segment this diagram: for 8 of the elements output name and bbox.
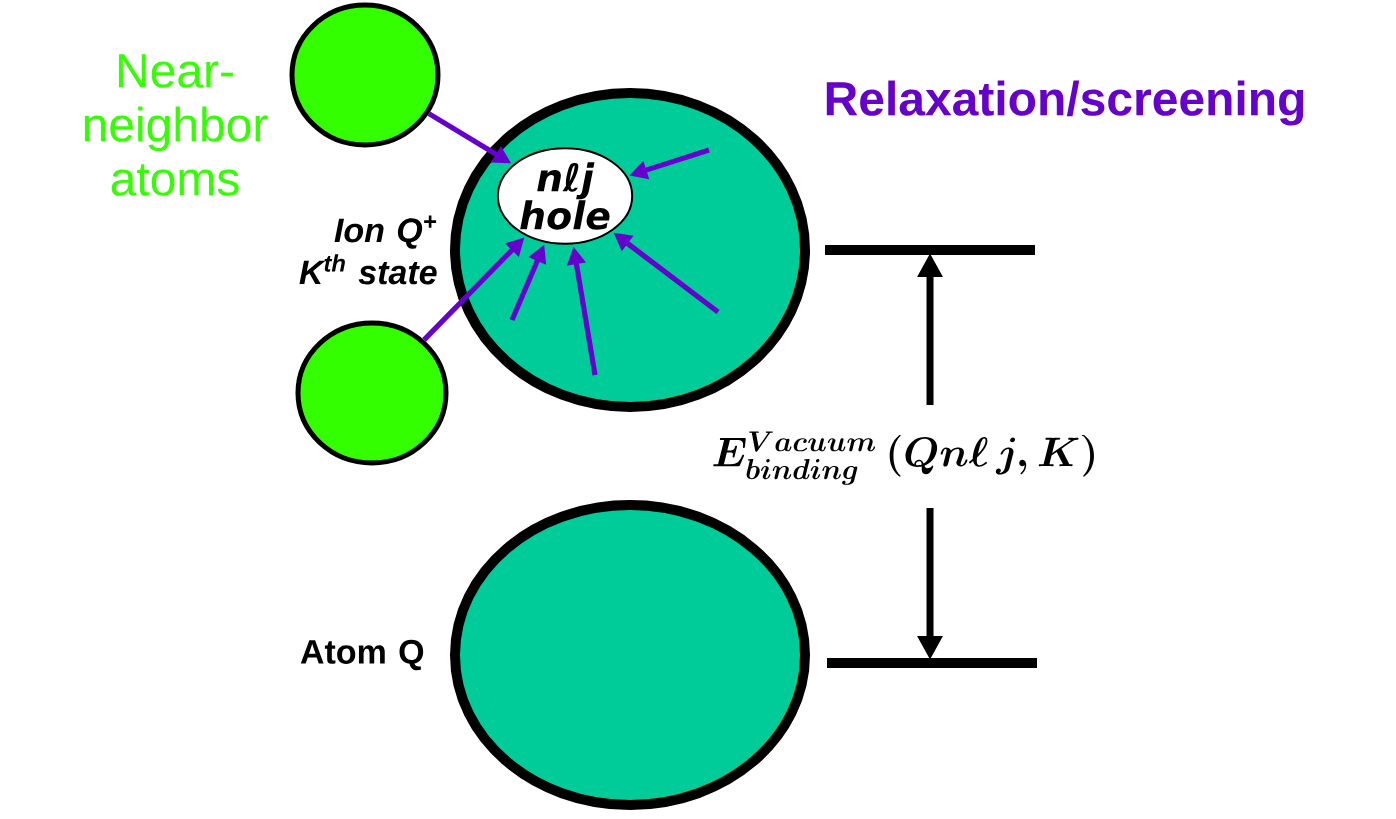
node-caption: Atom Q: [300, 639, 424, 671]
atom-circle: [295, 320, 449, 466]
atom-circle: [289, 2, 441, 148]
label-text: Near-neighbor atoms: [84, 54, 268, 196]
label-text: Ion Q$^{+}$ K$^{th}$ state: [299, 215, 437, 285]
energy-formula: $E^{Vacuum}_{binding}\,(Qn\ell\,j,K)$: [713, 431, 1094, 485]
label-text: Relaxation/screening: [826, 80, 1304, 126]
atom-circle: [450, 500, 810, 810]
